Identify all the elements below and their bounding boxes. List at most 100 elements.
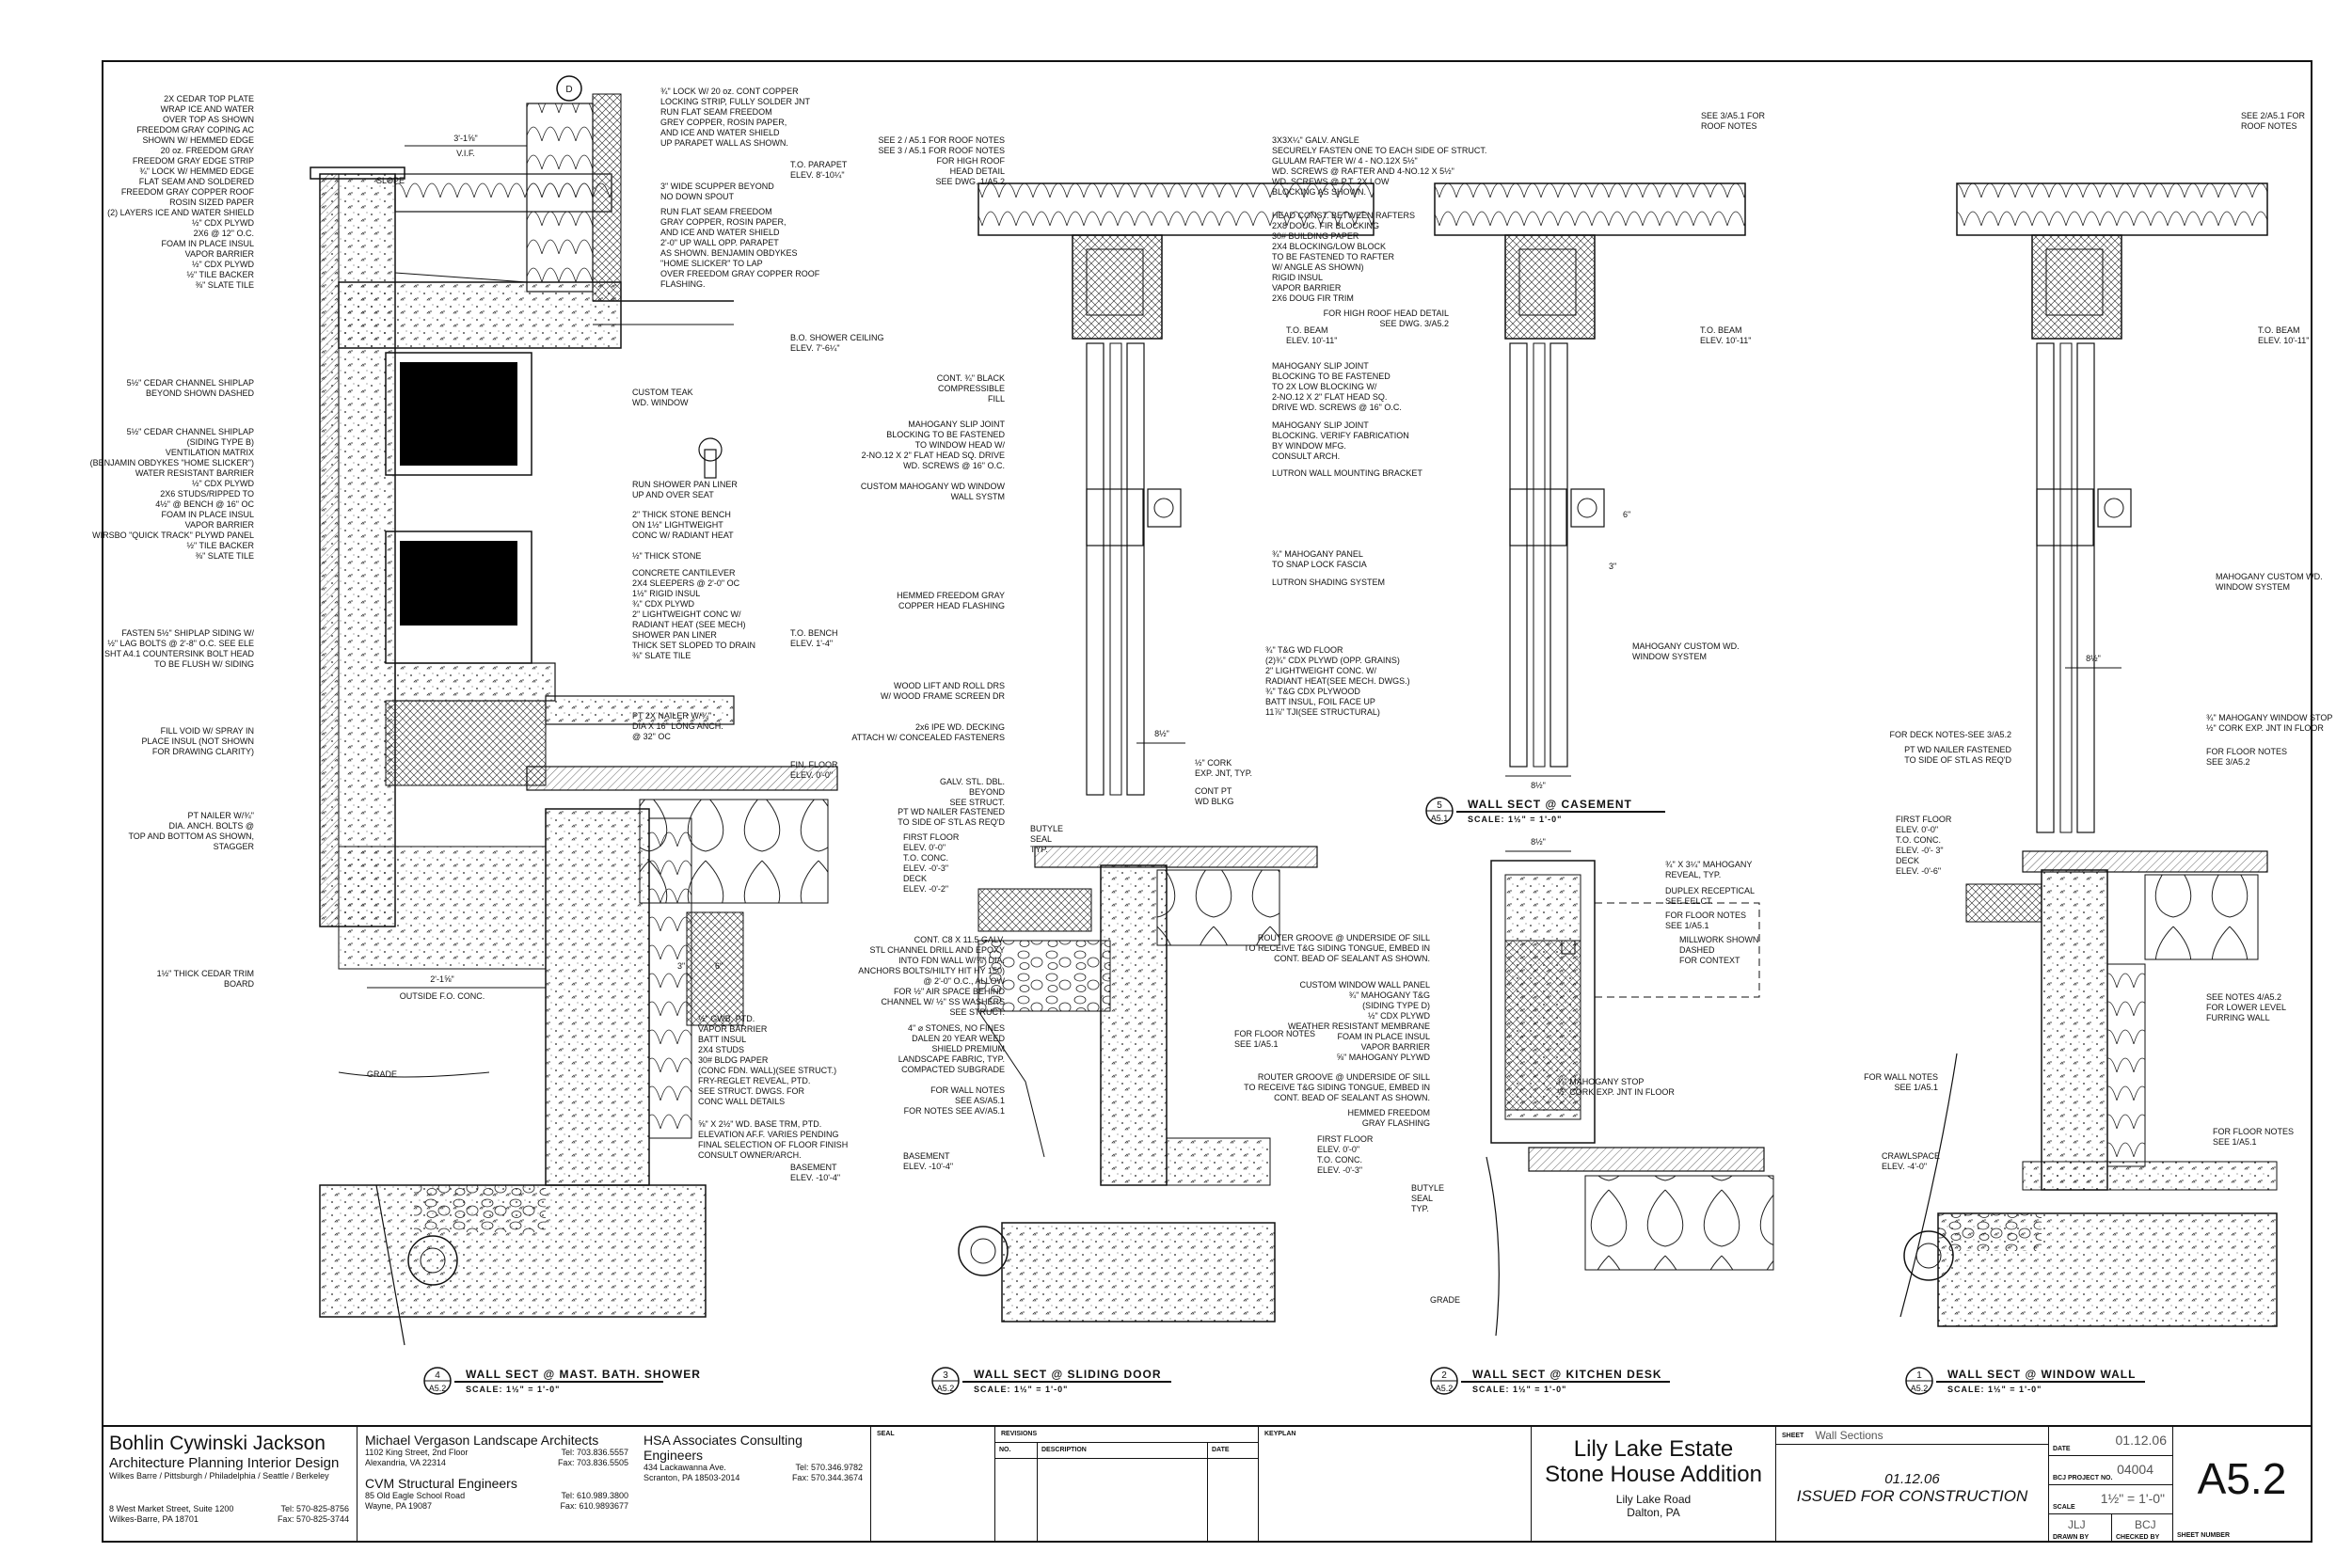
note-line: MAHOGANY SLIP JOINT bbox=[908, 420, 1005, 429]
note-line: 2X8 DOUG. FIR BLOCKING bbox=[1272, 221, 1379, 230]
note-line: CUSTOM TEAK bbox=[632, 388, 693, 397]
note-line: ELEV. 0'-0" bbox=[1896, 825, 1938, 834]
s4-dim-top: 3'-1⅝" bbox=[453, 134, 477, 143]
note-line: VAPOR BARRIER bbox=[698, 1024, 768, 1034]
note-line: CONT. ¾" BLACK bbox=[937, 373, 1005, 383]
note-line: 2X6 STUDS/RIPPED TO bbox=[160, 489, 254, 499]
note-line: WINDOW SYSTEM bbox=[1632, 652, 1707, 661]
note-line: CONSULT ARCH. bbox=[1272, 451, 1340, 461]
s5-dim-1: 8½" bbox=[1531, 781, 1546, 790]
s3-footing bbox=[1001, 1222, 1276, 1323]
note-line: HEMMED FREEDOM GRAY bbox=[897, 591, 1005, 600]
note-line: 2-NO.12 X 2" FLAT HEAD SQ. DRIVE bbox=[862, 451, 1005, 460]
note-line: BEYOND bbox=[969, 787, 1006, 797]
note-line: VAPOR BARRIER bbox=[185, 520, 255, 530]
note-line: @ 32" OC bbox=[632, 732, 671, 741]
s3-notes-lutron: LUTRON WALL MOUNTING BRACKET bbox=[1272, 468, 1422, 478]
note-line: SEE 1/A5.1 bbox=[2213, 1137, 2257, 1147]
note-line: CONC WALL DETAILS bbox=[698, 1097, 785, 1106]
note-line: FRY-REGLET REVEAL, PTD. bbox=[698, 1076, 810, 1085]
s2-dim: 8½" bbox=[1531, 837, 1546, 847]
consulting-addr2: Scranton, PA 18503-2014 bbox=[644, 1473, 740, 1482]
note-line: ¾" CDX PLYWD bbox=[632, 599, 695, 609]
section-number: 4 bbox=[435, 1370, 440, 1381]
section-sheet-ref: A5.2 bbox=[1436, 1384, 1454, 1393]
note-line: CHANNEL W/ ½" SS WASHERS bbox=[881, 997, 1005, 1006]
note-line: TYP. bbox=[1030, 845, 1048, 854]
note-line: OVER FREEDOM GRAY COPPER ROOF bbox=[660, 269, 820, 278]
s4-notes-stone: ½" THICK STONE bbox=[632, 551, 701, 561]
note-line: (2)¾" CDX PLYWD (OPP. GRAINS) bbox=[1265, 656, 1400, 665]
note-line: ELEV. -0'-2" bbox=[903, 884, 948, 894]
note-line: ½" CORK EXP. JNT IN FLOOR bbox=[2206, 723, 2324, 733]
s4-parapet-wall bbox=[526, 103, 594, 293]
s3-roof bbox=[977, 182, 1375, 236]
drawn-row: JLJ DRAWN BY BCJ CHECKED BY bbox=[2049, 1514, 2172, 1543]
s4-dim-bot: 2'-1⅝" bbox=[430, 974, 453, 984]
s5-mahogany: MAHOGANY CUSTOM WD.WINDOW SYSTEM bbox=[1632, 641, 1740, 661]
hsa-cell: HSA Associates Consulting Engineers 434 … bbox=[636, 1427, 871, 1543]
note-line: DIA. ANCH. BOLTS @ bbox=[169, 821, 255, 831]
note-line: 2" LIGHTWEIGHT CONC W/ bbox=[632, 610, 741, 619]
s4-dim-vif: V.I.F. bbox=[456, 149, 475, 158]
note-line: LANDSCAPE FABRIC, TYP. bbox=[898, 1054, 1005, 1064]
note-line: SEE 2/A5.1 FOR bbox=[2241, 111, 2306, 120]
note-line: 2-NO.12 X 2" FLAT HEAD SQ. bbox=[1272, 392, 1387, 402]
note-line: 2x6 IPE WD. DECKING bbox=[915, 722, 1005, 732]
note-line: ELEV. 7'-6¼" bbox=[790, 343, 840, 353]
note-line: (BENJAMIN OBDYKES "HOME SLICKER") bbox=[90, 458, 254, 467]
note-line: T.O. CONC. bbox=[1317, 1155, 1362, 1164]
s3-notes-shading: LUTRON SHADING SYSTEM bbox=[1272, 578, 1385, 587]
note-line: T.O. BEAM bbox=[1700, 325, 1742, 335]
note-line: FREEDOM GRAY COPING AC bbox=[136, 125, 254, 135]
s3-dim: 8½" bbox=[1154, 729, 1169, 738]
note-line: HEMMED FREEDOM bbox=[1348, 1108, 1431, 1117]
keyplan-label: KEYPLAN bbox=[1264, 1431, 1296, 1437]
s3-notes-channel: CONT. C8 X 11.5 GALV.STL CHANNEL DRILL A… bbox=[858, 935, 1005, 1017]
note-line: LUTRON WALL MOUNTING BRACKET bbox=[1272, 468, 1422, 478]
note-line: WD. SCREWS @ P.T. 2X LOW bbox=[1272, 177, 1390, 186]
note-line: 20 oz. FREEDOM GRAY bbox=[161, 146, 254, 155]
note-line: FILL VOID W/ SPRAY IN bbox=[161, 726, 254, 736]
note-line: T.O. PARAPET bbox=[790, 160, 848, 169]
s5-dim-2: 6" bbox=[1623, 510, 1630, 519]
note-line: 30# BUILDING PAPER bbox=[1272, 231, 1359, 241]
note-line: SEE STRUCT. bbox=[949, 798, 1005, 807]
note-line: SEE STRUCT. bbox=[949, 1007, 1005, 1017]
note-line: SHOWER PAN LINER bbox=[632, 630, 717, 640]
section-sheet-ref: A5.2 bbox=[1911, 1384, 1929, 1393]
date-row: DATE 01.12.06 bbox=[2049, 1427, 2172, 1456]
note-line: PLACE INSUL (NOT SHOWN bbox=[141, 736, 254, 746]
structural-fax: Fax: 610.9893677 bbox=[560, 1501, 628, 1511]
sheet-title-cell: SHEET Wall Sections 01.12.06 ISSUED FOR … bbox=[1776, 1427, 2049, 1543]
landscape-addr1: 1102 King Street, 2nd Floor bbox=[365, 1448, 469, 1457]
note-line: TYP. bbox=[1411, 1204, 1429, 1213]
sheet-label: SHEET bbox=[1782, 1432, 1804, 1439]
note-line: SEE AS/A5.1 bbox=[955, 1096, 1005, 1105]
note-line: FREEDOM GRAY EDGE STRIP bbox=[133, 156, 254, 166]
note-line: CONSULT OWNER/ARCH. bbox=[698, 1150, 802, 1160]
keyplan-cell: KEYPLAN bbox=[1259, 1427, 1532, 1543]
section-sheet-ref: A5.2 bbox=[937, 1384, 955, 1393]
section-4-shower: D 3'-1⅝" V.I.F. SLOPE 2'-1⅝" OUTSIDE F.O… bbox=[310, 75, 838, 1346]
s1-foundation-wall bbox=[2041, 869, 2108, 1191]
note-line: FOR FLOOR NOTES bbox=[2206, 747, 2287, 756]
s1-deck-notes: FOR DECK NOTES-SEE 3/A5.2 bbox=[1889, 730, 2011, 739]
note-line: ELEV. 0'-0" bbox=[1317, 1145, 1359, 1154]
note-line: FILL bbox=[988, 394, 1005, 404]
note-line: FOR WALL NOTES bbox=[930, 1085, 1005, 1095]
